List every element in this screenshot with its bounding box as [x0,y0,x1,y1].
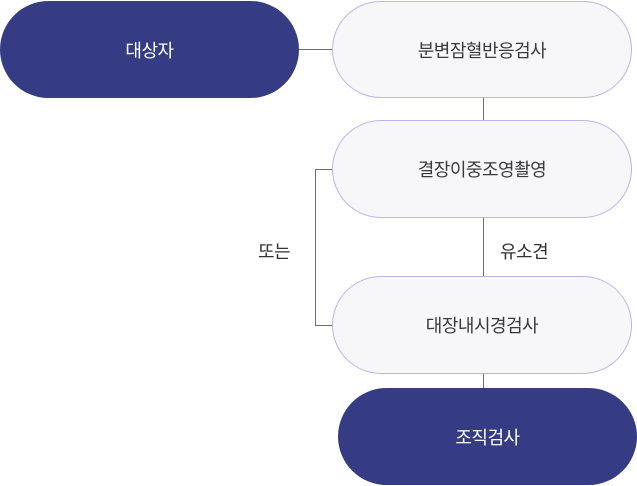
node-colonoscopy: 대장내시경검사 [332,276,632,374]
or-bracket-top [315,169,333,170]
node-colonoscopy-label: 대장내시경검사 [425,316,539,337]
connector-colonoscopy-to-biopsy [483,374,484,388]
node-double-contrast-barium-enema-label: 결장이중조영촬영 [417,160,547,181]
node-biopsy-label: 조직검사 [455,427,520,449]
node-fecal-occult-blood-test: 분변잠혈반응검사 [332,1,632,98]
abnormal-findings-label: 유소견 [500,242,549,263]
or-bracket-bottom [315,325,333,326]
connector-fecal-test-to-barium-enema [483,98,484,120]
connector-subject-to-fecal-test [298,49,333,50]
node-fecal-occult-blood-test-label: 분변잠혈반응검사 [417,40,547,62]
or-bracket-vertical [315,169,316,325]
node-biopsy: 조직검사 [338,388,637,485]
node-subject-label: 대상자 [125,40,174,62]
node-subject: 대상자 [0,1,299,98]
node-double-contrast-barium-enema: 결장이중조영촬영 [332,120,632,218]
or-label: 또는 [258,242,291,263]
connector-barium-enema-to-colonoscopy [483,218,484,276]
